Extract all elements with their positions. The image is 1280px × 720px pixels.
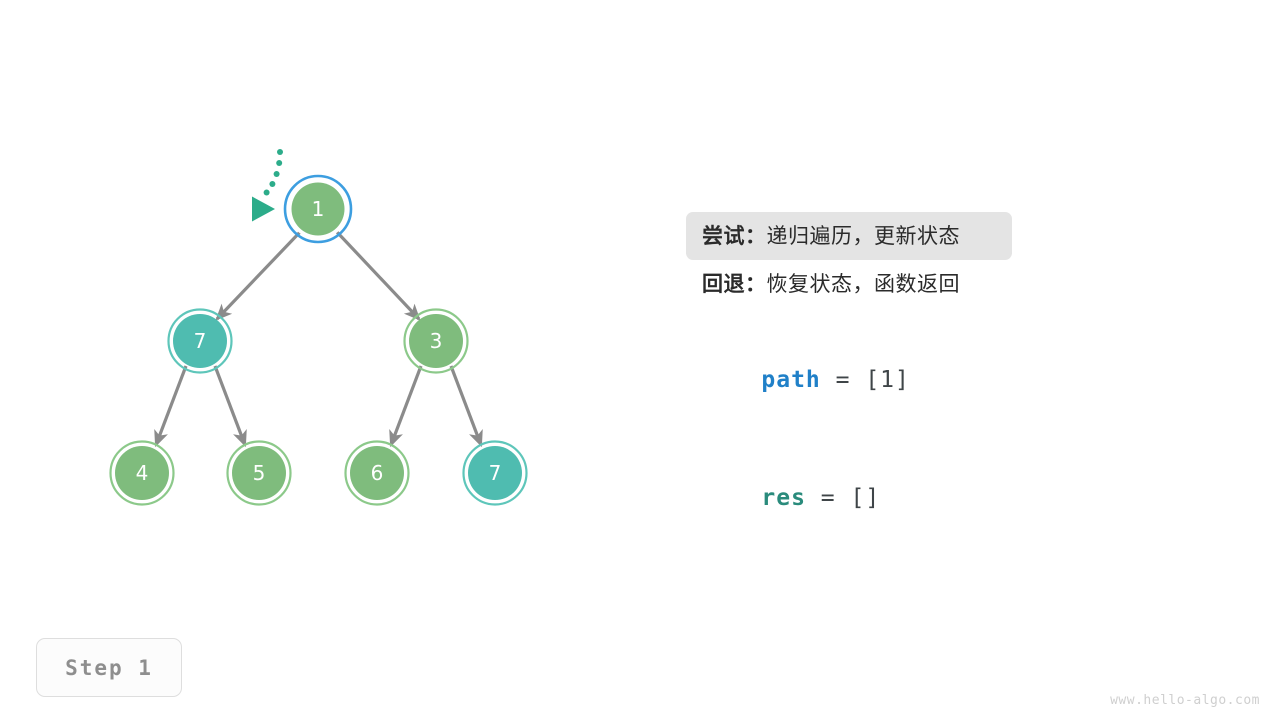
step-badge: Step 1 [36, 638, 182, 697]
state-operator-res: = [805, 485, 851, 511]
watermark: www.hello-algo.com [1110, 693, 1260, 708]
node-circle [173, 314, 227, 368]
node-ring [109, 440, 175, 506]
tree-node-left-left[interactable] [109, 440, 175, 506]
tree-node-left-right[interactable] [226, 440, 292, 506]
node-circle [291, 182, 345, 236]
state-value-res: [] [850, 485, 881, 511]
node-ring [403, 308, 469, 374]
node-highlight-ring [283, 174, 353, 244]
edge-root-left [215, 229, 303, 321]
node-circle [409, 314, 463, 368]
description-key-return: 回退： [702, 272, 767, 296]
state-line-path: path = [1] [686, 308, 1206, 393]
edge-right-left [389, 365, 423, 448]
state-variable-path: path [761, 367, 821, 393]
edge-left-left [154, 365, 188, 448]
node-ring [167, 308, 233, 374]
tree-node-root[interactable] [283, 174, 353, 244]
pointer-trail-dot [269, 181, 276, 187]
node-circle [115, 446, 169, 500]
recursion-pointer [252, 149, 283, 222]
description-line-return: 回退：恢复状态，函数返回 [686, 260, 1012, 308]
node-ring [462, 440, 528, 506]
edge-right-right [449, 365, 483, 448]
description-text-return: 恢复状态，函数返回 [766, 272, 960, 296]
tree-nodes [109, 174, 528, 506]
node-circle [232, 446, 286, 500]
pointer-trail-dot [263, 189, 270, 196]
state-operator-path: = [820, 367, 866, 393]
description-key-try: 尝试： [702, 224, 767, 248]
edge-root-right [334, 229, 421, 321]
info-panel: 尝试：递归遍历，更新状态 回退：恢复状态，函数返回 path = [1] res… [686, 212, 1206, 511]
node-circle [350, 446, 404, 500]
pointer-trail-dot [276, 160, 283, 166]
tree-node-right[interactable] [403, 308, 469, 374]
state-variable-res: res [761, 485, 806, 511]
pointer-triangle-icon [252, 196, 275, 222]
tree-node-right-right[interactable] [462, 440, 528, 506]
pointer-trail-dot [277, 149, 283, 155]
node-circle [468, 446, 522, 500]
pointer-trail-dot [273, 171, 280, 177]
tree-node-right-left[interactable] [344, 440, 410, 506]
state-line-res: res = [] [686, 426, 1206, 511]
edge-left-right [213, 365, 247, 448]
tree-node-left[interactable] [167, 308, 233, 374]
node-ring [226, 440, 292, 506]
description-line-try: 尝试：递归遍历，更新状态 [686, 212, 1012, 260]
description-text-try: 递归遍历，更新状态 [766, 224, 960, 248]
node-ring [344, 440, 410, 506]
tree-edges [154, 229, 483, 448]
step-badge-label: Step 1 [65, 655, 153, 680]
state-value-path: [1] [865, 367, 910, 393]
